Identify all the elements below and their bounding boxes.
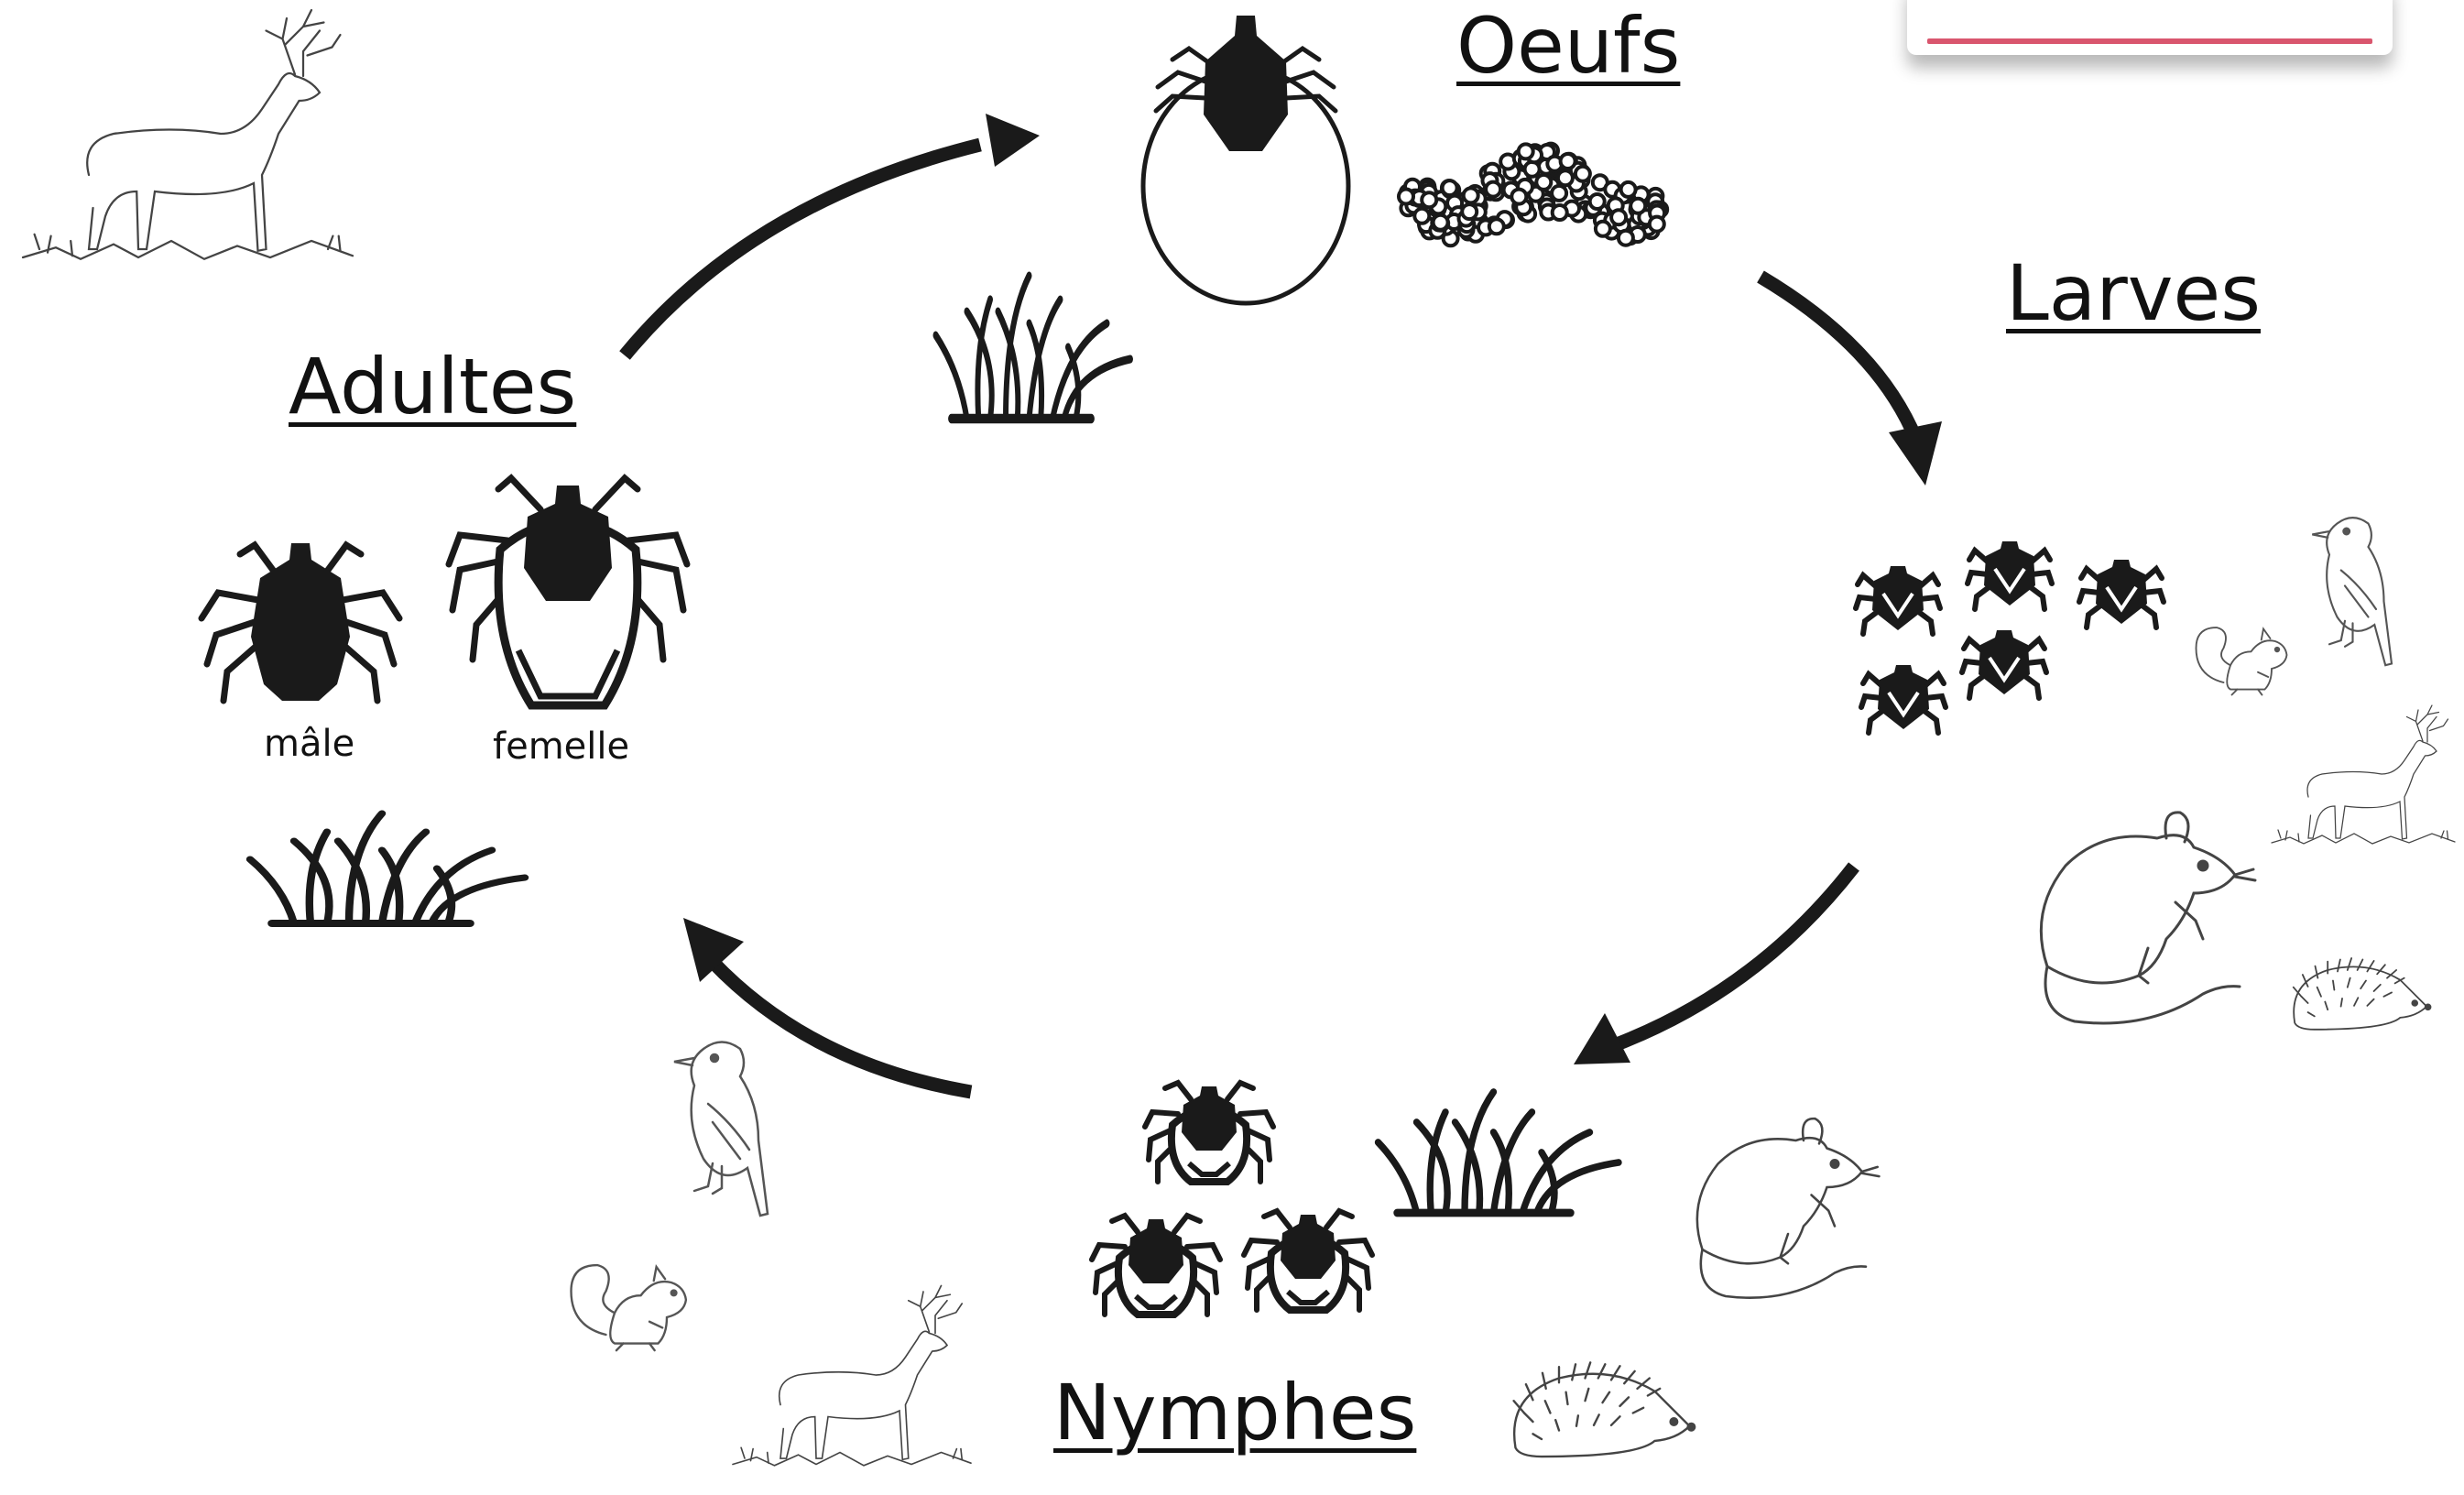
tick-icon (1092, 1216, 1220, 1315)
egg-icon (1552, 186, 1566, 201)
engorged-tick-icon (1143, 16, 1348, 303)
bird-icon (2312, 518, 2392, 665)
egg-icon (1422, 192, 1436, 207)
egg-icon (1561, 154, 1575, 169)
tick-icon (1244, 1211, 1372, 1310)
egg-icon (1650, 217, 1664, 232)
tick-icon (2079, 560, 2164, 627)
egg-icon (1486, 182, 1500, 197)
stage-label-nymphs: Nymphes (1053, 1374, 1416, 1451)
grass-icon (1379, 1092, 1619, 1213)
egg-icon (1630, 199, 1645, 213)
hedgehog-icon (1514, 1362, 1695, 1457)
arrow-icon (986, 114, 1040, 167)
bird-icon (674, 1042, 768, 1217)
squirrel-icon (572, 1265, 686, 1350)
egg-icon (1596, 222, 1610, 236)
egg-icon (1621, 182, 1636, 197)
arrow-eggs-to-larvae (1761, 277, 1916, 440)
stage-label-larvae: Larves (2006, 255, 2261, 332)
arrow-larvae-to-nymphs (1617, 867, 1854, 1044)
tick-icon (1968, 541, 2052, 609)
egg-icon (1434, 215, 1448, 230)
egg-icon (1575, 167, 1590, 181)
grass-icon (936, 276, 1131, 419)
tick-icon (1962, 630, 2046, 698)
squirrel-icon (2197, 627, 2287, 695)
egg-icon (1611, 210, 1626, 224)
deer-icon (733, 1286, 971, 1466)
stage-label-adults: Adultes (289, 348, 576, 425)
egg-icon (1536, 175, 1551, 190)
deer-icon (2272, 705, 2455, 844)
female-label: femelle (493, 728, 629, 765)
egg-icon (1464, 188, 1478, 202)
egg-icon (1489, 219, 1504, 234)
stage-label-eggs: Oeufs (1456, 7, 1680, 84)
male-label: mâle (264, 726, 354, 762)
deer-icon (23, 10, 353, 259)
egg-icon (1443, 180, 1457, 195)
tick-icon (1856, 566, 1940, 634)
egg-icon (1414, 209, 1429, 224)
egg-icon (1619, 231, 1633, 246)
tick-icon (1145, 1083, 1273, 1182)
egg-icon (1462, 204, 1477, 219)
male-tick-icon (202, 543, 399, 701)
egg-icon (1590, 194, 1605, 209)
mouse-icon (1697, 1119, 1880, 1298)
egg-icon (1553, 205, 1567, 220)
mouse-icon (2041, 813, 2255, 1023)
female-tick-icon (449, 478, 687, 705)
egg-icon (1525, 162, 1540, 177)
arrow-adults-to-eggs (625, 145, 980, 355)
hedgehog-icon (2294, 958, 2431, 1030)
egg-icon (1399, 190, 1413, 204)
arrow-nymphs-to-adults (713, 962, 971, 1092)
arrow-icon (1889, 421, 1942, 486)
grass-icon (250, 813, 525, 923)
egg-icon (1511, 190, 1526, 204)
egg-icon (1558, 170, 1573, 185)
tick-icon (1861, 665, 1946, 733)
egg-icon (1519, 144, 1533, 158)
egg-mass-icon (1399, 144, 1667, 246)
